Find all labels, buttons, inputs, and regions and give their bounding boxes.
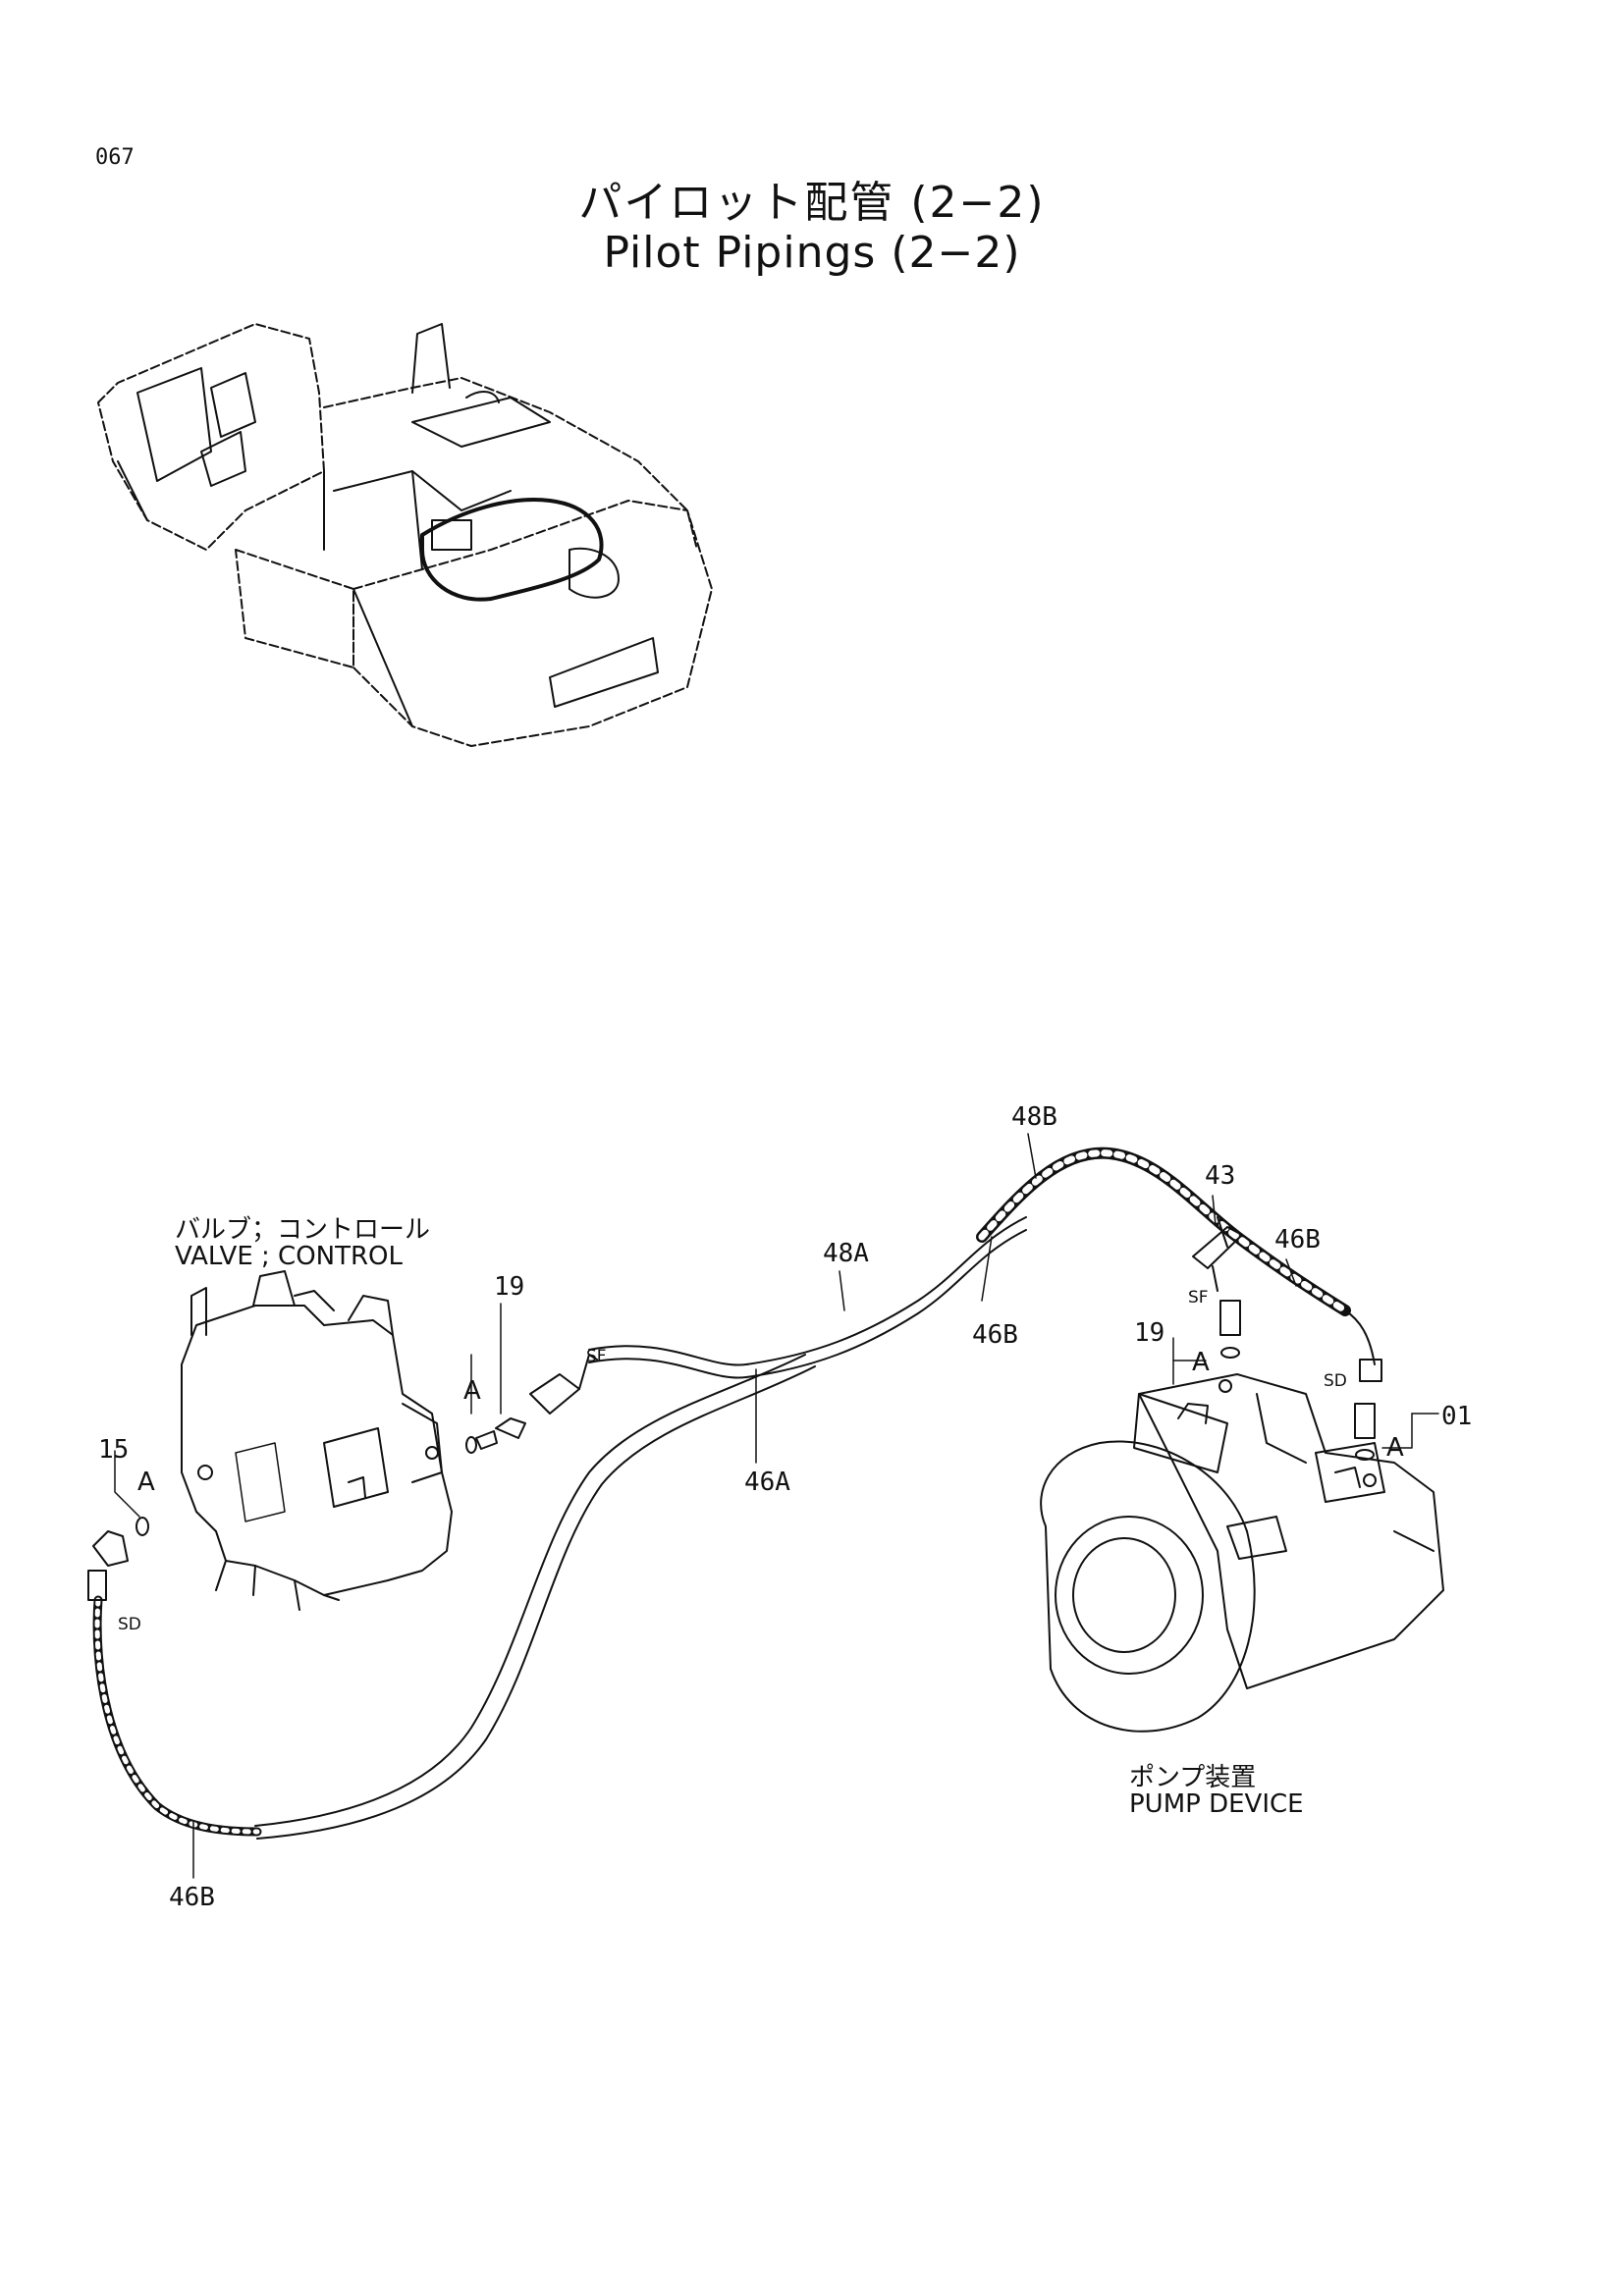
- detail-a-pump-top: A: [1192, 1348, 1210, 1377]
- excavator-overview-illustration: [98, 324, 712, 746]
- fitting-19-right: [1220, 1301, 1240, 1358]
- leader-48B: [1028, 1134, 1036, 1178]
- hose-46A-long: [255, 1355, 815, 1839]
- title-english: Pilot Pipings (2−2): [603, 228, 1021, 278]
- callout-48A: 48A: [823, 1239, 869, 1268]
- fitting-15-elbow: [88, 1518, 148, 1600]
- leader-43: [1213, 1196, 1216, 1225]
- leader-48A: [839, 1271, 844, 1310]
- callout-48B: 48B: [1011, 1102, 1057, 1132]
- bracket-01: [1382, 1414, 1412, 1448]
- callout-19-left: 19: [494, 1272, 525, 1302]
- hose-48A-46A: [589, 1217, 1026, 1377]
- callout-15: 15: [98, 1435, 130, 1465]
- hose-48B-46B-top: [982, 1153, 1381, 1381]
- fitting-19-left: [466, 1418, 525, 1453]
- callout-46B-bottom: 46B: [169, 1883, 215, 1912]
- page-number: 067: [95, 145, 135, 170]
- pump-label-en: PUMP DEVICE: [1129, 1789, 1304, 1819]
- mark-sd-right: SD: [1324, 1371, 1347, 1391]
- leader-lines: [115, 1134, 1438, 1878]
- pump-label-jp: ポンプ装置: [1129, 1763, 1257, 1792]
- leader-46B-top: [1286, 1259, 1296, 1286]
- valve-label-en: VALVE ; CONTROL: [175, 1242, 404, 1271]
- callout-46B-top: 46B: [1274, 1225, 1321, 1255]
- control-valve-illustration: [182, 1271, 452, 1610]
- pump-device-illustration: [1041, 1374, 1443, 1732]
- fitting-43-bracket: [1193, 1217, 1242, 1291]
- detail-a-pump-right: A: [1386, 1433, 1404, 1463]
- fitting-01-right: [1355, 1404, 1375, 1460]
- callout-01: 01: [1441, 1402, 1473, 1431]
- callout-46B-mid: 46B: [972, 1320, 1018, 1350]
- detail-a-far-left: A: [137, 1468, 155, 1497]
- leader-46B-mid: [982, 1237, 992, 1301]
- callout-19-right: 19: [1134, 1318, 1165, 1348]
- leader-15: [115, 1451, 139, 1517]
- title-japanese: パイロット配管 (2−2): [578, 178, 1046, 228]
- sf-connector-left: [530, 1355, 597, 1414]
- callout-43: 43: [1205, 1161, 1236, 1191]
- mark-sf-right: SF: [1188, 1288, 1209, 1308]
- detail-a-valve: A: [463, 1376, 481, 1406]
- valve-label-jp: バルブ；コントロール: [175, 1215, 431, 1245]
- mark-sf-left: SF: [586, 1347, 607, 1366]
- hose-46B-left-spiral: [97, 1600, 257, 1832]
- mark-sd-left: SD: [118, 1615, 141, 1634]
- callout-46A: 46A: [744, 1468, 790, 1497]
